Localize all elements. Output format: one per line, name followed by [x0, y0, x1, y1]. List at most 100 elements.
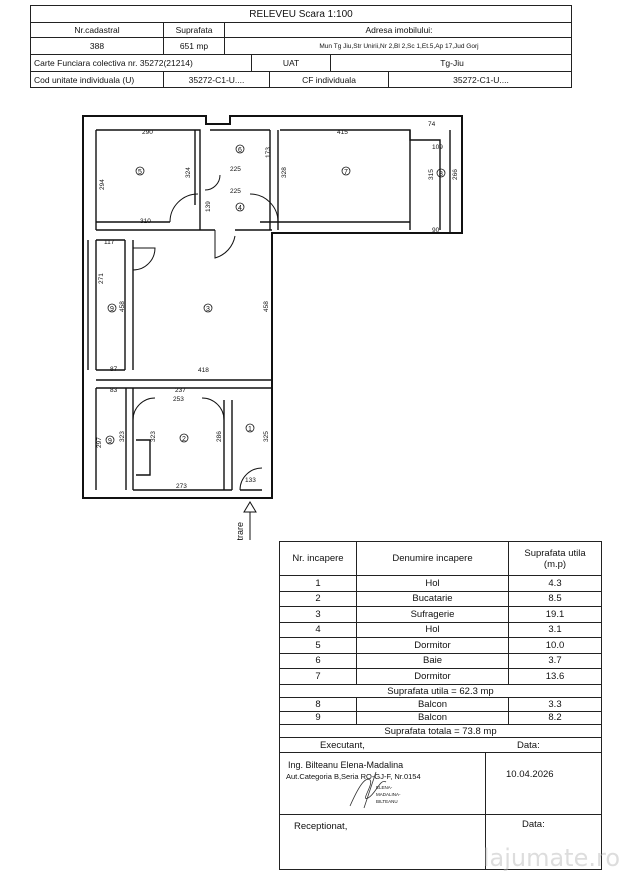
- plan-doors: [132, 174, 279, 491]
- room-area: 10.0: [545, 639, 565, 651]
- room-area: 13.6: [545, 670, 565, 682]
- header-row-carte: Carte Funciara colectiva nr. 35272(21214…: [31, 55, 571, 72]
- date-value: 10.04.2026: [506, 769, 554, 780]
- label-uat: UAT: [251, 55, 331, 71]
- dim-418: 418: [198, 367, 209, 374]
- dim-90: 90: [432, 227, 440, 234]
- entrance-label: Intrare: [235, 522, 245, 540]
- executant-details: Ing. Bilteanu Elena-Madalina Aut.Categor…: [280, 753, 601, 815]
- room-marker-6: 6: [235, 144, 245, 154]
- label-cf-individuala: CF individuala: [270, 72, 389, 88]
- svg-text:2: 2: [182, 436, 186, 443]
- dim-271: 271: [98, 273, 105, 284]
- room-marker-4: 4: [235, 202, 245, 212]
- dim-74: 74: [428, 121, 436, 128]
- divider: [485, 753, 486, 814]
- room-marker-1: 1: [245, 423, 255, 433]
- svg-text:9: 9: [108, 438, 112, 445]
- value-cod-unitate: 35272-C1-U....: [164, 72, 270, 88]
- entrance-arrow: [243, 501, 257, 540]
- door-swing: [169, 193, 199, 223]
- room-nr: 8: [280, 698, 357, 711]
- dim-328: 328: [281, 167, 288, 178]
- stamp-line-1: ELENA-: [376, 785, 393, 790]
- header-table: RELEVEU Scara 1:100 Nr.cadastral Suprafa…: [30, 5, 572, 88]
- grand-total: Suprafata totala = 73.8 mp: [280, 725, 601, 738]
- dim-324: 324: [185, 167, 192, 178]
- authorization: Aut.Categoria B,Seria RO-GJ-F, Nr.0154: [286, 772, 421, 781]
- svg-text:9: 9: [110, 306, 114, 313]
- room-marker-9b: 9: [105, 435, 115, 445]
- rooms-table: Nr. incapere Denumire incapere Suprafata…: [279, 541, 602, 870]
- room-name: Hol: [357, 576, 509, 591]
- room-name: Dormitor: [357, 638, 509, 653]
- dim-87: 87: [110, 366, 118, 373]
- label-adresa: Adresa imobilului:: [365, 25, 433, 35]
- dim-323b: 323: [150, 431, 157, 442]
- label-suprafata: Suprafata: [164, 23, 225, 37]
- svg-text:8: 8: [439, 171, 443, 178]
- dim-458b: 458: [263, 301, 270, 312]
- door-swing: [201, 397, 225, 421]
- value-uat: Tg-Jiu: [440, 58, 464, 68]
- header-nr: Nr. incapere: [280, 542, 357, 575]
- door-swing: [204, 174, 221, 191]
- room-marker-5: 5: [135, 166, 145, 176]
- divider: [485, 815, 486, 870]
- receptionat-label: Receptionat,: [294, 821, 348, 832]
- watermark: lajumate.ro: [482, 844, 620, 872]
- dim-225a: 225: [230, 166, 241, 173]
- inner-wall: [124, 240, 134, 370]
- dim-325: 325: [263, 431, 270, 442]
- svg-text:7: 7: [344, 169, 348, 176]
- room-marker-3: 3: [203, 303, 213, 313]
- inner-wall: [194, 130, 201, 230]
- dim-237: 237: [175, 387, 186, 394]
- engineer-name: Ing. Bilteanu Elena-Madalina: [288, 760, 404, 770]
- room-name: Sufragerie: [357, 607, 509, 622]
- dim-310: 310: [140, 218, 151, 225]
- dim-297: 297: [96, 437, 103, 448]
- fixture: [136, 439, 151, 476]
- floor-plan: Intrare 290 415 74 225 173 109 294 324 3…: [82, 115, 463, 540]
- executant-row: Executant, Data:: [280, 738, 601, 753]
- dim-139: 139: [205, 201, 212, 212]
- dim-225b: 225: [230, 188, 241, 195]
- room-marker-9a: 9: [107, 303, 117, 313]
- dim-109: 109: [432, 144, 443, 151]
- room-area: 3.3: [548, 698, 562, 710]
- room-nr: 1: [280, 576, 357, 591]
- inner-wall: [96, 129, 411, 230]
- room-name: Baie: [357, 653, 509, 668]
- dim-315: 315: [428, 169, 435, 180]
- room-name: Bucatarie: [357, 591, 509, 606]
- room-area: 8.5: [548, 593, 562, 605]
- dim-173: 173: [265, 147, 272, 158]
- svg-text:1: 1: [248, 426, 252, 433]
- balcony-wall: [409, 130, 441, 230]
- room-markers: 5 6 4 7 8 9 3 9 2 1: [105, 144, 446, 445]
- door-swing: [132, 397, 156, 421]
- data-label-2: Data:: [522, 819, 545, 830]
- header-denumire: Denumire incapere: [357, 542, 509, 575]
- label-carte-funciara: Carte Funciara colectiva nr.: [34, 58, 138, 68]
- data-label: Data:: [517, 740, 540, 751]
- value-cf-individuala: 35272-C1-U....: [453, 75, 509, 85]
- label-cadastral: Nr.cadastral: [31, 23, 164, 37]
- dim-323a: 323: [119, 431, 126, 442]
- room-name: Balcon: [357, 698, 509, 711]
- dim-83: 83: [110, 387, 118, 394]
- dim-117: 117: [104, 239, 115, 246]
- svg-text:3: 3: [206, 306, 210, 313]
- receptionat-row: Receptionat, Data:: [280, 815, 601, 870]
- stamp-line-3: BILTEANU: [376, 799, 398, 804]
- balcony-wall: [87, 239, 125, 371]
- value-suprafata: 651 mp: [164, 38, 225, 54]
